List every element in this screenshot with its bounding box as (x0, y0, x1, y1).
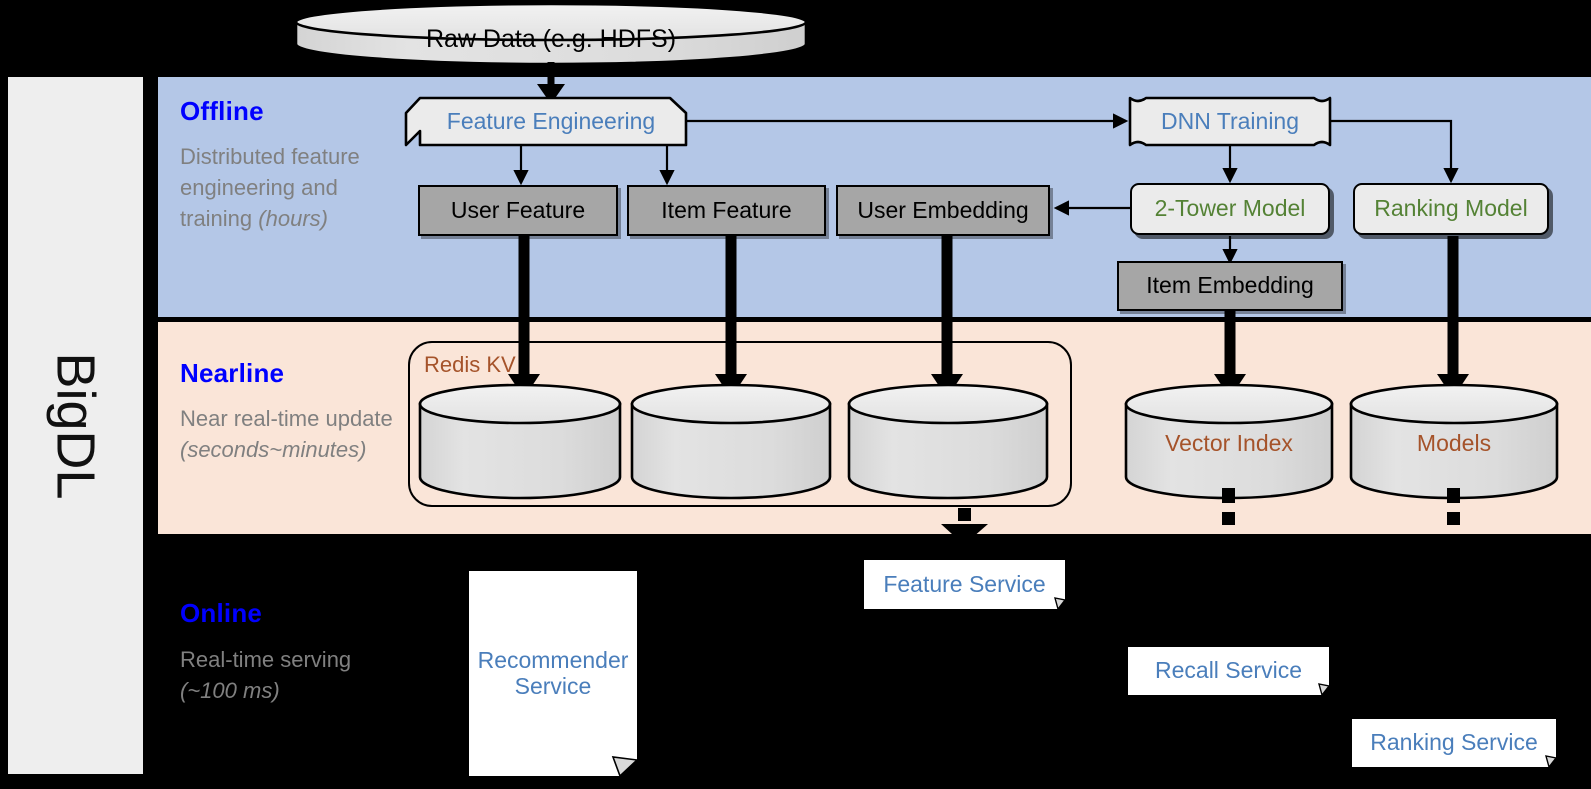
bigdl-label: BigDL (8, 77, 143, 774)
feature-engineering-label[interactable]: Feature Engineering (446, 107, 656, 134)
band-subtitle-online: Real-time serving (~100 ms) (180, 644, 360, 706)
band-subtitle-online-italic: (~100 ms) (180, 678, 280, 703)
band-subtitle-offline-italic: (hours) (258, 206, 328, 231)
recommender-service-box[interactable]: Recommender Service (469, 571, 637, 776)
bigdl-text: BigDL (45, 351, 106, 500)
user-feature-box[interactable]: User Feature (418, 185, 618, 236)
recommender-service-line1: Recommender (477, 646, 629, 673)
user-embedding-box[interactable]: User Embedding (836, 185, 1050, 236)
band-subtitle-nearline: Near real-time update (seconds~minutes) (180, 403, 412, 465)
bigdl-rail (8, 77, 143, 774)
band-subtitle-nearline-italic: (seconds~minutes) (180, 437, 367, 462)
redis-kv-label: Redis KV (424, 352, 516, 377)
vector-index-label: Vector Index (1165, 430, 1293, 456)
two-tower-model-box[interactable]: 2-Tower Model (1130, 183, 1330, 235)
band-title-online: Online (180, 598, 263, 628)
models-label: Models (1416, 430, 1492, 456)
band-subtitle-online-text: Real-time serving (180, 647, 352, 672)
item-feature-box[interactable]: Item Feature (627, 185, 826, 236)
recall-service-box[interactable]: Recall Service (1155, 657, 1302, 684)
band-title-nearline: Nearline (180, 358, 285, 388)
band-subtitle-offline: Distributed feature engineering and trai… (180, 141, 395, 234)
redis-kv-container (408, 341, 1072, 507)
item-embedding-box[interactable]: Item Embedding (1117, 261, 1343, 311)
raw-data-label: Raw Data (e.g. HDFS) (425, 25, 677, 53)
dnn-training-label[interactable]: DNN Training (1160, 107, 1300, 134)
feature-service-box[interactable]: Feature Service (883, 570, 1046, 597)
band-subtitle-offline-text: Distributed feature engineering and trai… (180, 144, 360, 231)
ranking-service-box[interactable]: Ranking Service (1370, 729, 1538, 756)
recommender-service-line2: Service (514, 672, 592, 699)
band-subtitle-nearline-text: Near real-time update (180, 406, 393, 431)
ranking-model-box[interactable]: Ranking Model (1353, 183, 1549, 235)
band-title-offline: Offline (180, 96, 264, 126)
